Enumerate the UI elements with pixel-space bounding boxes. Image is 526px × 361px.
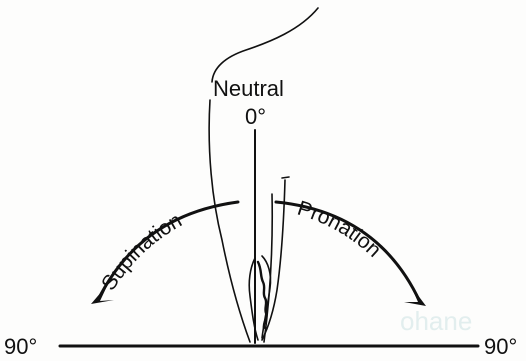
supination-arc: [96, 200, 240, 302]
forearm-left-outline: [208, 99, 251, 343]
pronation-label: Pronation: [295, 197, 386, 262]
thumb-tip: [281, 176, 290, 179]
supination-arrowhead: [91, 284, 114, 304]
forearm-right-outline: [263, 193, 274, 343]
thumb-outline: [261, 179, 286, 341]
left-90-label: 90°: [4, 334, 37, 359]
watermark-text: ohane: [400, 306, 472, 336]
right-90-label: 90°: [484, 334, 517, 359]
pronation-arc: [274, 200, 422, 304]
supination-label: Supination: [97, 209, 186, 295]
neutral-label: Neutral: [213, 76, 284, 101]
hand-outline-left: [248, 257, 259, 341]
finger-creases: [256, 260, 268, 330]
pronation-arrowhead: [404, 286, 426, 306]
forearm-upper-outline: [211, 7, 319, 83]
zero-degree-label: 0°: [245, 104, 266, 129]
